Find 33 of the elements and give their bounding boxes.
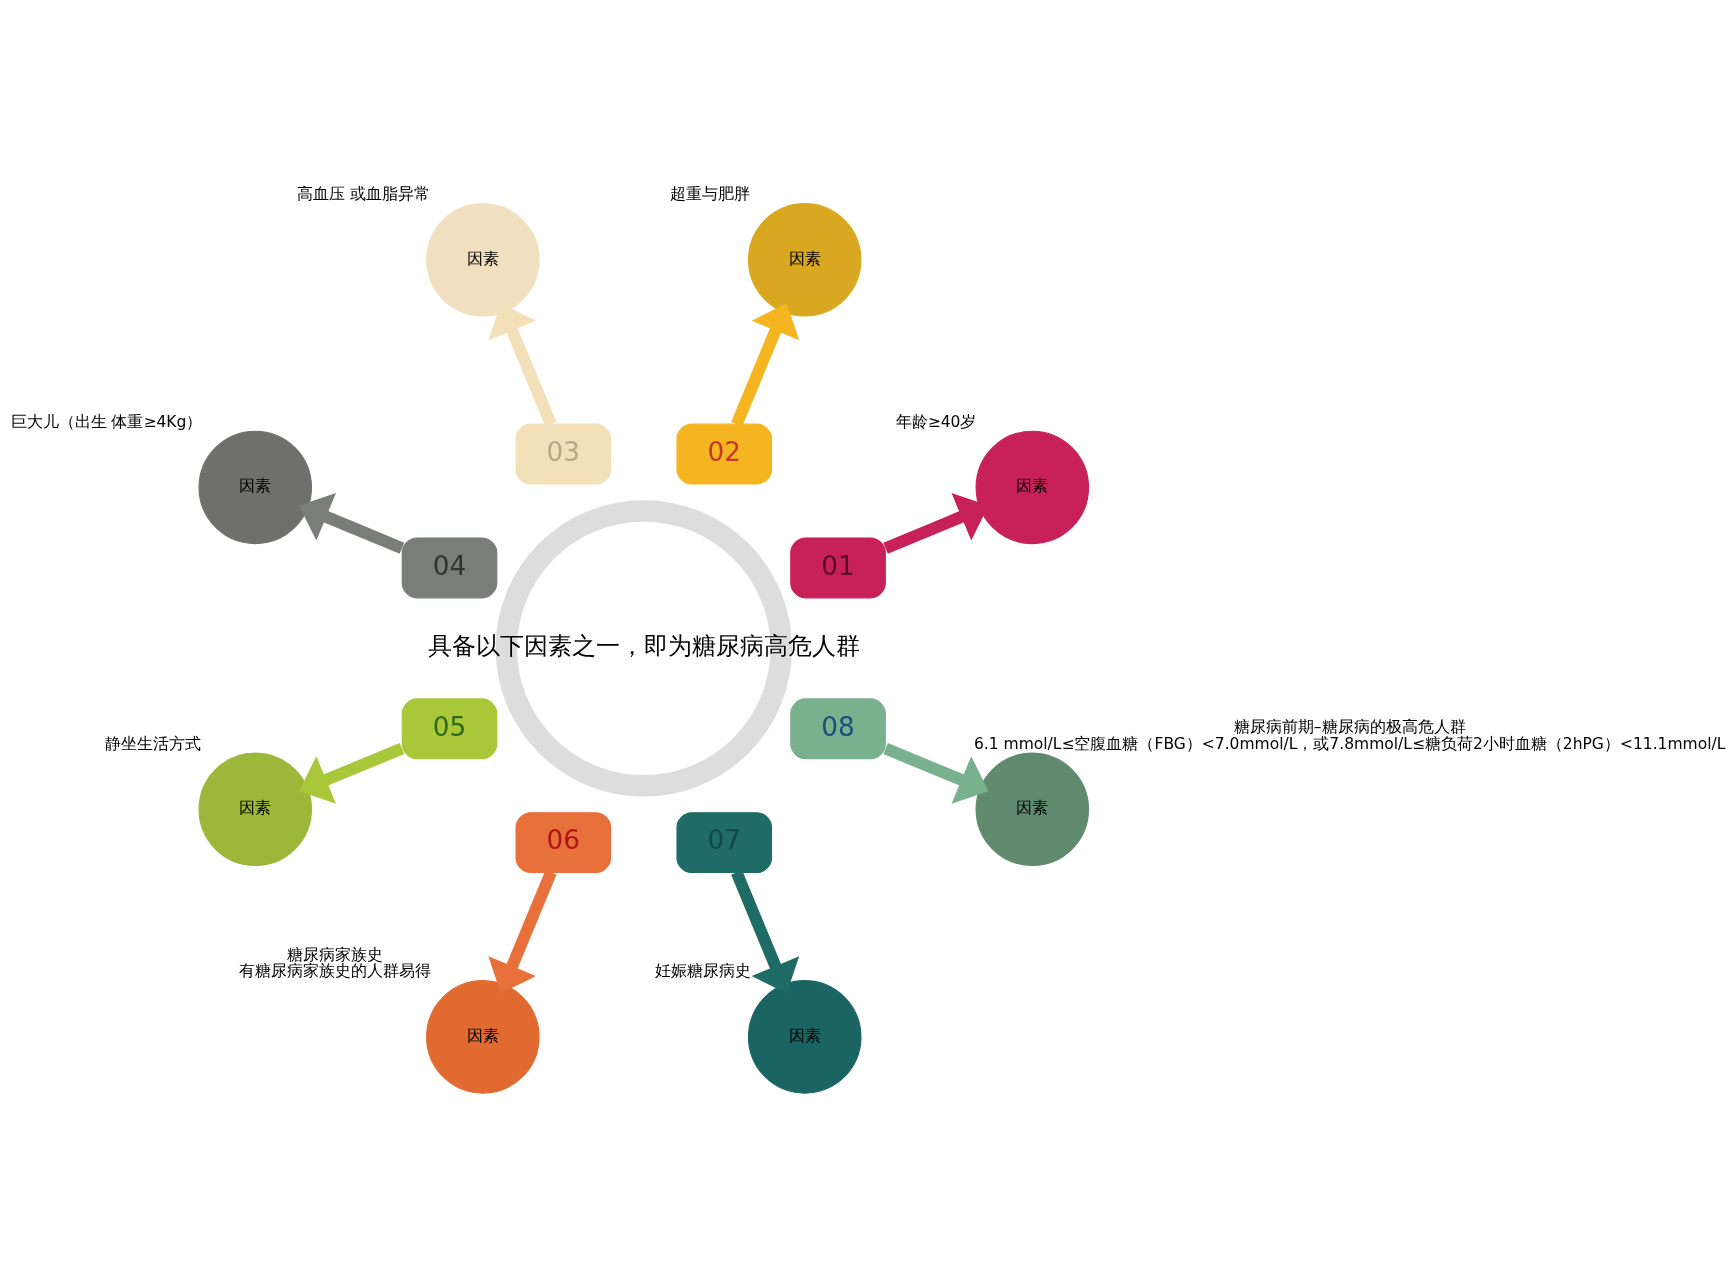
node-label: 6.1 mmol/L≤空腹血糖（FBG）<7.0mmol/L，或7.8mmol/L≤糖负荷2小时血糖（2hPG）<11.1mmol/L [973, 734, 1725, 753]
node-circle: 因素 [975, 430, 1089, 545]
node-label: 糖尿病家族史 [286, 945, 383, 964]
node-box: 08 [789, 698, 886, 760]
arrow [487, 870, 556, 994]
node-box: 02 [675, 423, 772, 485]
node-circle: 因素 [197, 430, 312, 545]
node-box: 03 [515, 423, 611, 485]
node-label: 糖尿病前期–糖尿病的极高危人群 [1233, 718, 1466, 737]
node-circle: 因素 [425, 980, 540, 1094]
node-label: 妊娠糖尿病史 [654, 962, 751, 981]
arrow [730, 303, 799, 427]
node-label: 高血压 或血脂异常 [296, 185, 430, 204]
node-circle: 因素 [425, 203, 540, 317]
node-label: 具备以下因素之一，即为糖尿病高危人群 [427, 632, 860, 661]
arrow [730, 870, 799, 994]
node-circle: 因素 [197, 752, 312, 867]
arrow [487, 303, 556, 427]
node-circle: 因素 [747, 203, 861, 317]
arrow [298, 493, 404, 554]
node-label: 超重与肥胖 [669, 185, 750, 204]
node-box: 04 [401, 537, 497, 599]
node-label: 巨大儿（出生 体重≥4Kg） [10, 412, 202, 431]
node-box: 05 [401, 698, 497, 760]
arrow [298, 743, 404, 804]
node-circle: 因素 [747, 980, 861, 1094]
node-box: 06 [515, 812, 611, 874]
arrow [882, 743, 989, 804]
node-circle: 因素 [975, 752, 1089, 867]
node-box: 01 [789, 537, 886, 599]
node-label: 有糖尿病家族史的人群易得 [238, 962, 431, 981]
node-label: 年龄≥40岁 [895, 412, 976, 431]
node-label: 静坐生活方式 [104, 734, 201, 753]
